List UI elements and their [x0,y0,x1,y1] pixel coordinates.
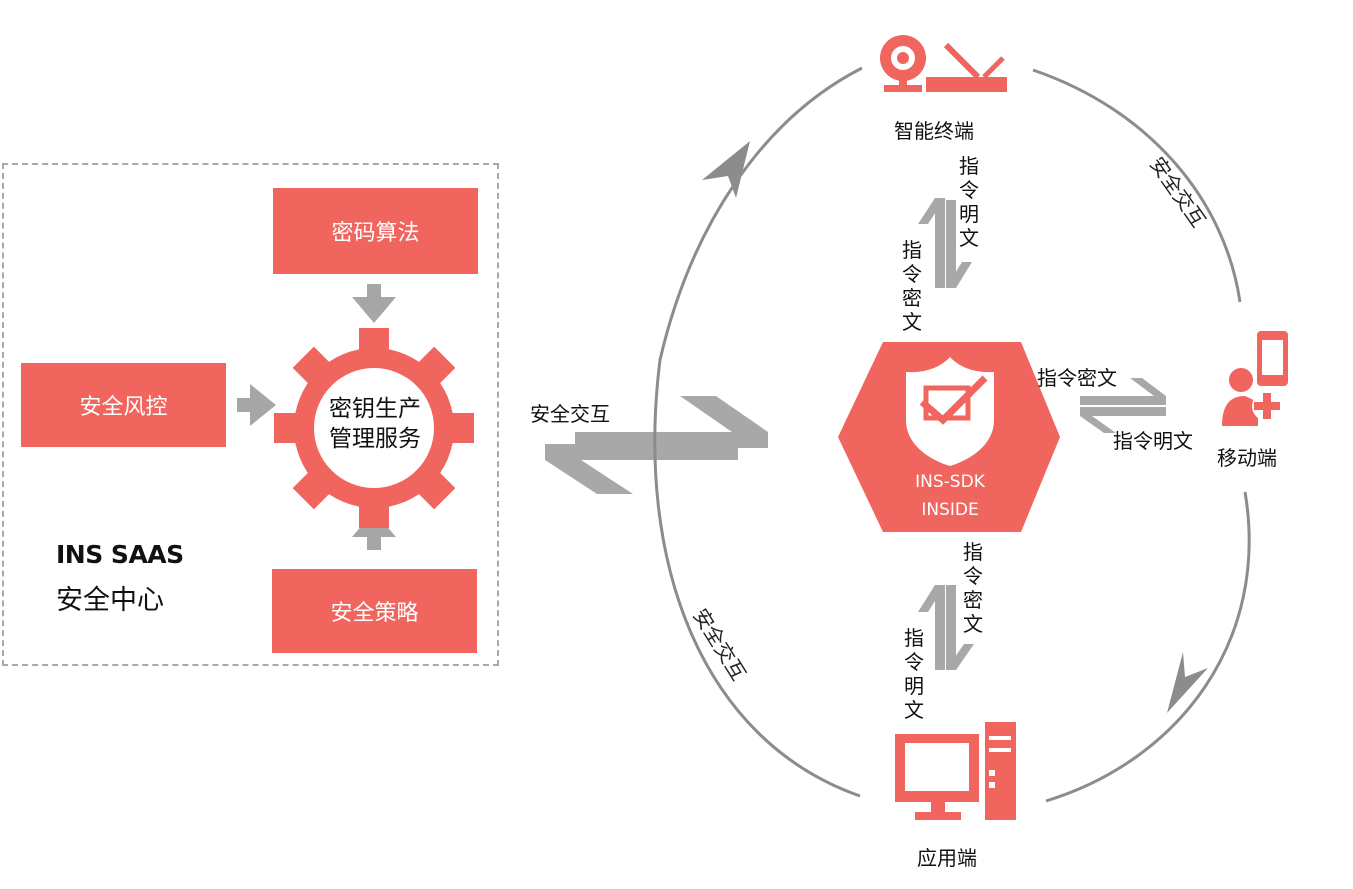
security-risk-control-label: 安全风控 [79,395,168,420]
crypto-algorithm-label: 密码算法 [331,221,420,246]
key-service-line2: 管理服务 [329,426,421,452]
top-plain-label: 指令明文 [959,154,979,250]
mobile-user-icon [1222,331,1288,426]
arrow-right-icon [237,384,276,426]
ins-sdk-line2: INSIDE [921,500,979,520]
router-icon [926,42,1007,92]
right-cipher-label: 指令密文 [1037,366,1117,390]
bottom-plain-label: 指令明文 [904,626,924,722]
exchange-arrows-icon [545,396,768,494]
right-plain-label: 指令明文 [1113,429,1193,453]
smart-terminal-label: 智能终端 [894,119,974,143]
crypto-algorithm-box: 密码算法 [273,188,478,274]
top-exchange-arrows-icon [918,198,972,288]
ins-sdk-label: INS-SDK INSIDE [870,468,1030,524]
top-cipher-label: 指令密文 [902,238,922,334]
shield-check-icon [906,357,994,466]
security-risk-control-box: 安全风控 [21,363,226,447]
center-exchange-label: 安全交互 [530,402,610,426]
arrow-down-icon [352,284,396,323]
ins-sdk-line1: INS-SDK [915,472,985,492]
right-exchange-arrows-icon [1080,378,1166,433]
bottom-exchange-arrows-icon [918,585,974,670]
desktop-computer-icon [895,722,1016,820]
security-policy-box: 安全策略 [272,569,477,653]
ring-arrowhead-down-icon [1167,652,1208,713]
webcam-icon [880,35,926,92]
key-service-label: 密钥生产 管理服务 [300,394,450,454]
ring-arrowhead-up-icon [702,141,750,198]
saas-subtitle: 安全中心 [56,585,164,616]
mobile-label: 移动端 [1217,446,1277,470]
saas-container [2,163,499,666]
bottom-cipher-label: 指令密文 [963,540,983,636]
ring-arcs [653,66,1251,803]
security-policy-label: 安全策略 [330,601,419,626]
saas-title: INS SAAS [56,540,184,569]
key-service-line1: 密钥生产 [329,396,421,422]
gear-icon [274,328,474,528]
app-label: 应用端 [917,846,977,870]
